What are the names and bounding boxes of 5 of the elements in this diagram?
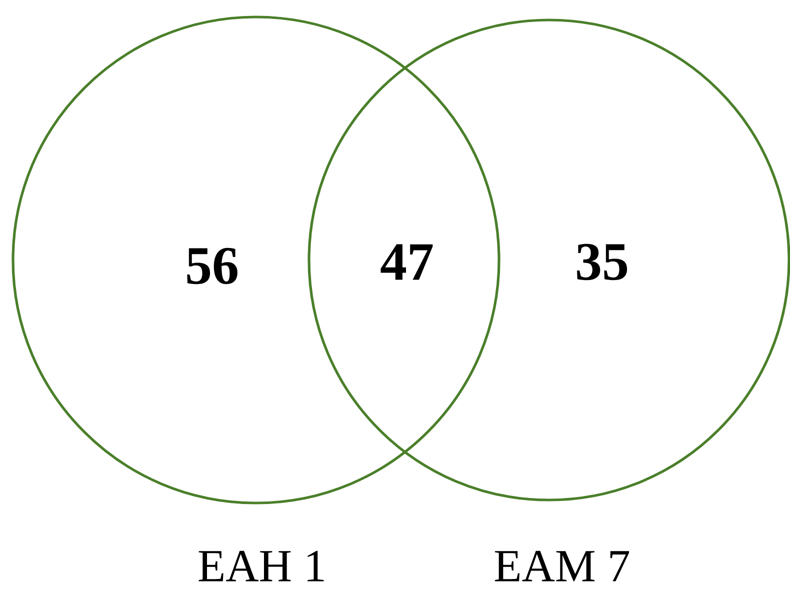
- set-label: EAM 7: [494, 550, 630, 582]
- count-label: 56: [187, 248, 238, 284]
- set-label: EAH 1: [198, 550, 324, 582]
- count-label: 35: [577, 244, 628, 280]
- count-label: 47: [380, 244, 433, 280]
